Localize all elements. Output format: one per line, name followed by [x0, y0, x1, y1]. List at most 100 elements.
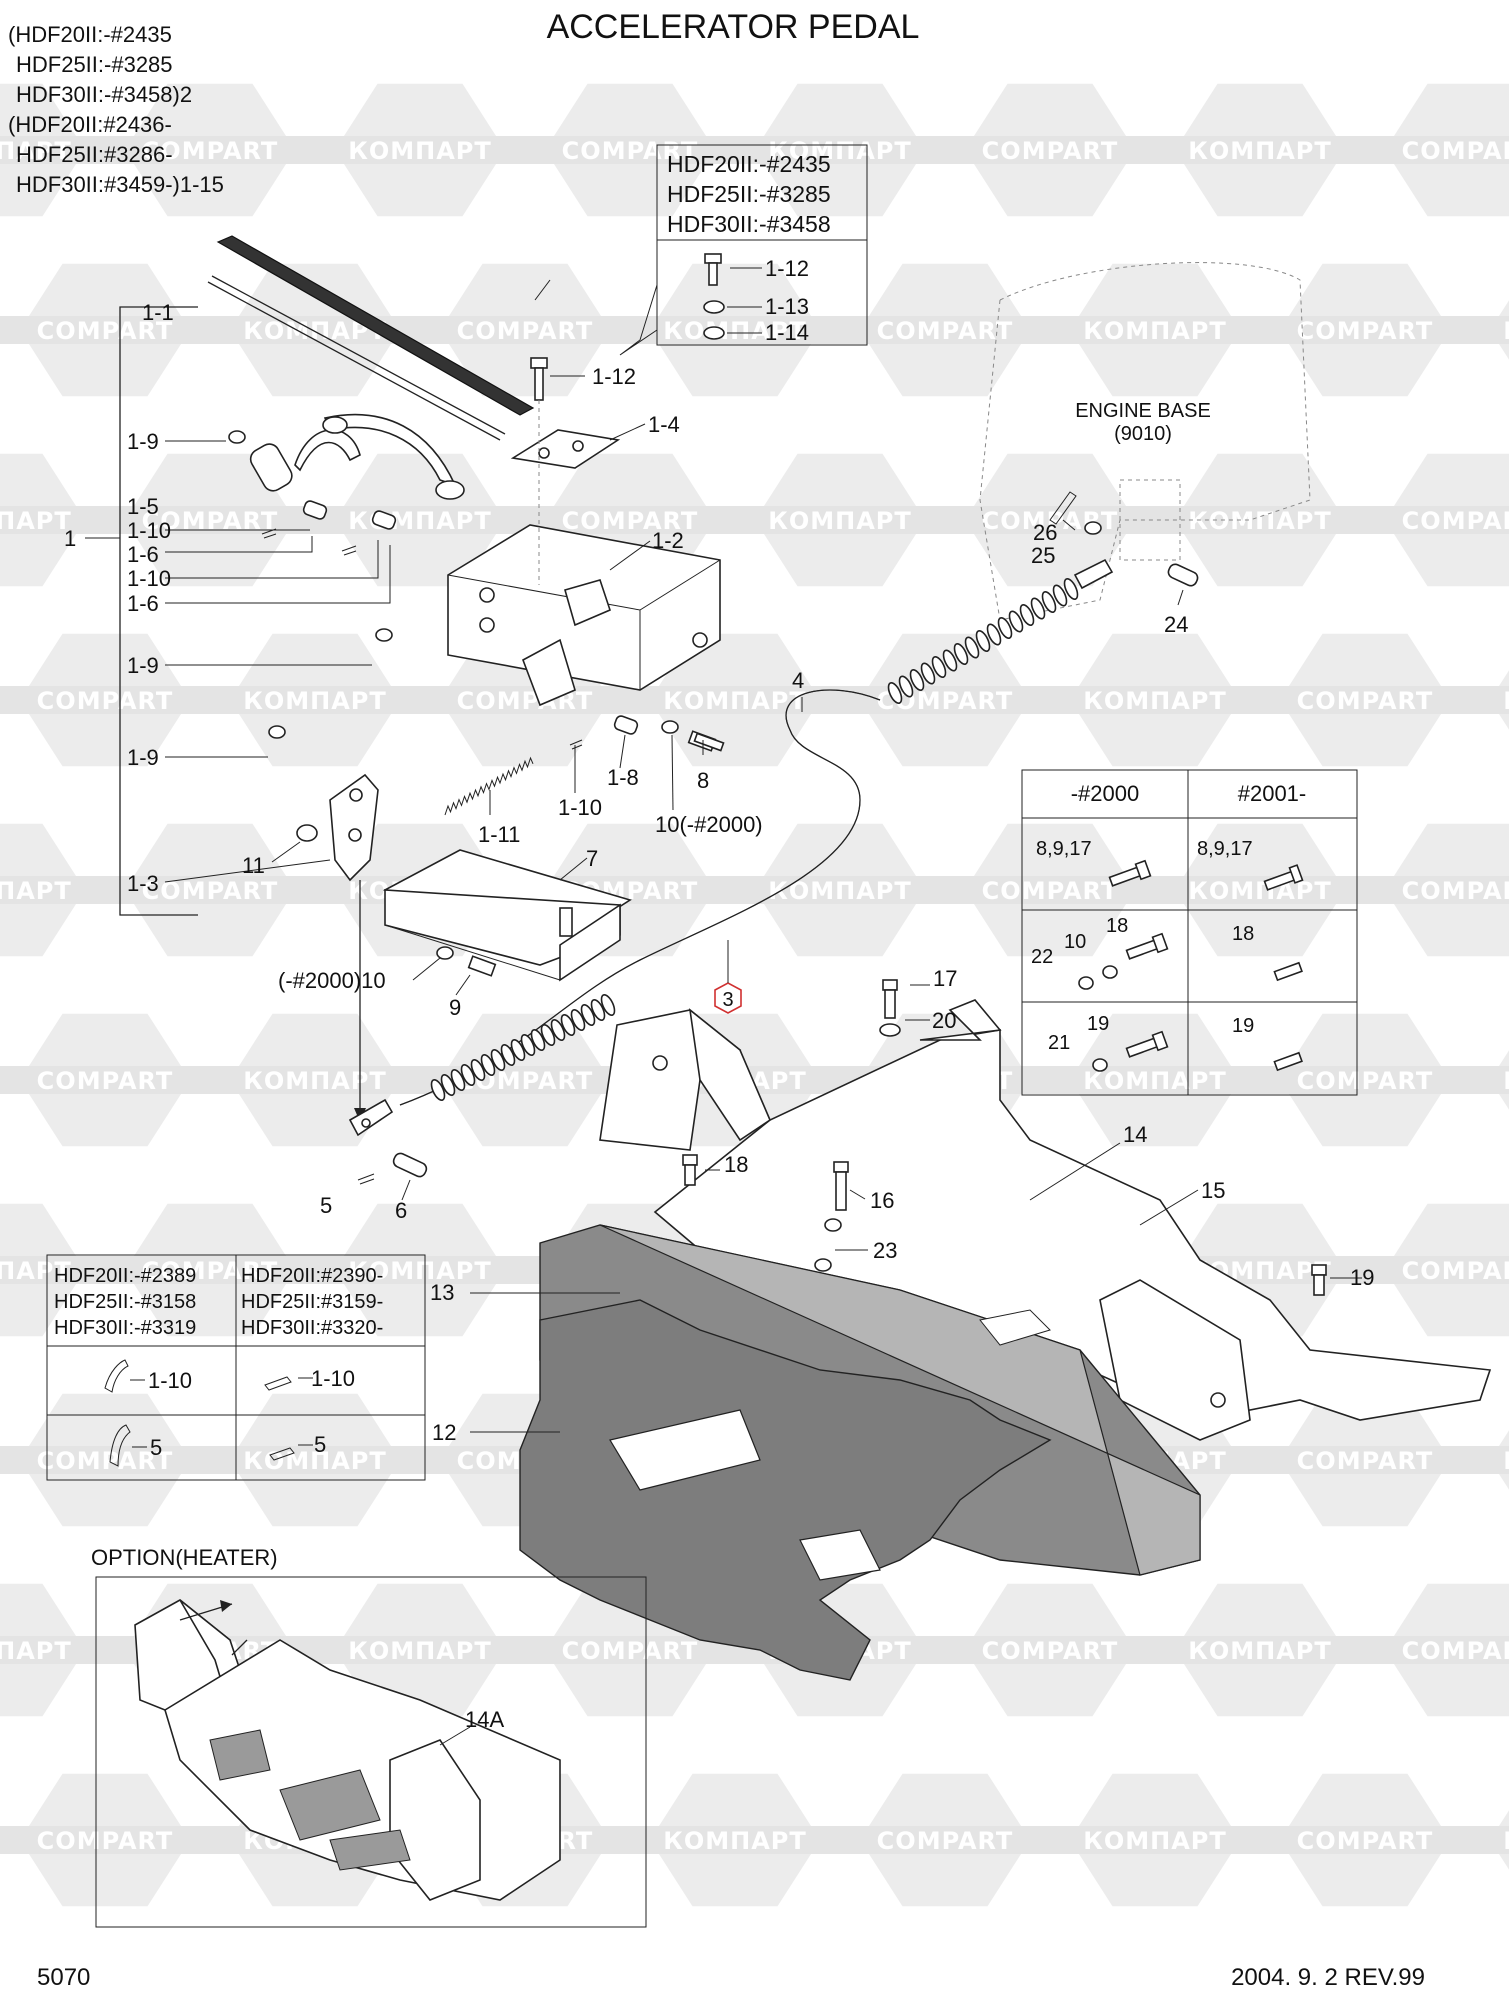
inset-bolt-box: HDF20II:-#2435 HDF25II:-#3285 HDF30II:-#…: [619, 144, 868, 356]
bellows-ring: [580, 1004, 596, 1026]
watermark-band: [210, 1446, 420, 1474]
note-line: HDF30II:#3459-)1-15: [16, 172, 224, 197]
callout-1-12: 1-12: [592, 364, 636, 389]
watermark-text: COMPART: [457, 317, 594, 345]
page-number: 5070: [37, 1964, 90, 1991]
watermark-band: [1365, 136, 1509, 164]
watermark-text: COMPART: [37, 1067, 174, 1095]
callout-1-9: 1-9: [127, 429, 159, 454]
callout-1-11: 1-11: [478, 822, 520, 847]
callout-9: 9: [449, 995, 461, 1020]
model-header: HDF25II:-#3158: [54, 1291, 196, 1313]
bellows-ring: [450, 1069, 466, 1091]
watermark-band: [1470, 686, 1509, 714]
watermark-text: COMPART: [1402, 1257, 1509, 1285]
note-line: HDF25II:#3286-: [16, 142, 173, 167]
watermark-band: [1260, 1826, 1470, 1854]
callout-10: (-#2000)10: [278, 968, 386, 993]
callout-26: 26: [1033, 520, 1057, 545]
bellows-ring: [975, 630, 991, 652]
callout-15: 15: [1201, 1178, 1225, 1203]
bellows-ring: [440, 1074, 456, 1096]
watermark-band: [0, 1826, 210, 1854]
watermark-band: [315, 136, 525, 164]
callout-1-9: 1-9: [127, 653, 159, 678]
watermark-text: COMPART: [562, 507, 699, 535]
watermark-band: [0, 1636, 105, 1664]
serial-cell: 10: [1064, 931, 1086, 953]
watermark-text: COMPART: [982, 1637, 1119, 1665]
callout-1-8: 1-8: [607, 765, 639, 790]
watermark-text: КОМПАРТ: [1188, 877, 1332, 905]
watermark-band: [945, 136, 1155, 164]
callout-1-3: 1-3: [127, 871, 159, 896]
watermark-text: COMPART: [877, 317, 1014, 345]
watermark-band: [1365, 1636, 1509, 1664]
callout-19: 19: [1350, 1265, 1374, 1290]
watermark-band: [1050, 686, 1260, 714]
watermark-band: [0, 686, 210, 714]
model-cell: 5: [314, 1432, 326, 1457]
option-heater-inset: OPTION(HEATER) 14A: [91, 1545, 647, 1928]
watermark-band: [315, 506, 525, 534]
watermark-text: КОМПАРТ: [1188, 1637, 1332, 1665]
callout-7: 7: [586, 846, 598, 871]
bellows-ring: [1030, 597, 1046, 620]
watermark-band: [735, 506, 945, 534]
engine-base: ENGINE BASE (9010): [979, 262, 1311, 621]
watermark-text: COMPART: [142, 137, 279, 165]
callout-20: 20: [932, 1008, 956, 1033]
watermark-band: [105, 136, 315, 164]
bellows-ring: [997, 617, 1013, 639]
note-line: (HDF20II:-#2435: [8, 22, 172, 47]
watermark-text: COMPART: [1297, 1447, 1434, 1475]
watermark-text: COMPART: [1297, 687, 1434, 715]
watermark-band: [1470, 316, 1509, 344]
serial-cell: 22: [1031, 946, 1053, 968]
bellows-ring: [480, 1054, 496, 1076]
serial-cell: 18: [1232, 923, 1254, 945]
callout-1-4: 1-4: [648, 412, 680, 437]
bellows-ring: [600, 994, 616, 1016]
bellows-ring: [520, 1034, 536, 1056]
bellows-ring: [550, 1019, 566, 1041]
serial-header: #2001-: [1238, 781, 1307, 806]
watermark-band: [840, 686, 1050, 714]
model-header: HDF30II:#3320-: [241, 1317, 383, 1339]
watermark-text: КОМПАРТ: [1503, 1827, 1509, 1855]
bellows-ring: [887, 682, 903, 704]
option-label: OPTION(HEATER): [91, 1545, 278, 1570]
watermark-text: COMPART: [37, 317, 174, 345]
watermark-band: [1155, 1636, 1365, 1664]
bellows-ring: [909, 669, 925, 691]
bellows-ring: [931, 656, 947, 678]
watermark-text: КОМПАРТ: [0, 1257, 72, 1285]
bellows-ring: [530, 1029, 546, 1051]
callout-6: 6: [395, 1198, 407, 1223]
watermark-band: [105, 876, 315, 904]
callout-1-5: 1-5: [127, 494, 159, 519]
bellows-ring: [510, 1039, 526, 1061]
watermark-text: КОМПАРТ: [243, 1067, 387, 1095]
callout-1-10: 1-10: [127, 518, 171, 543]
watermark-band: [1155, 136, 1365, 164]
watermark-text: COMPART: [1402, 877, 1509, 905]
throttle-cable: 3 4 26 25 24 5 6: [320, 491, 1199, 1223]
watermark-text: КОМПАРТ: [1503, 687, 1509, 715]
callout-3: 3: [722, 989, 733, 1011]
watermark-band: [210, 1066, 420, 1094]
watermark-text: КОМПАРТ: [243, 687, 387, 715]
watermark-band: [1155, 876, 1365, 904]
callout-11: 11: [242, 853, 265, 878]
watermark-band: [0, 506, 105, 534]
inset-header-line: HDF30II:-#3458: [667, 211, 831, 237]
callout-13: 13: [430, 1280, 454, 1305]
bellows-ring: [500, 1044, 516, 1066]
watermark-band: [210, 686, 420, 714]
watermark-band: [525, 506, 735, 534]
watermark-text: КОМПАРТ: [1503, 317, 1509, 345]
watermark-text: COMPART: [142, 1257, 279, 1285]
callout-1: 1: [64, 526, 76, 551]
bellows-ring: [1019, 604, 1035, 626]
